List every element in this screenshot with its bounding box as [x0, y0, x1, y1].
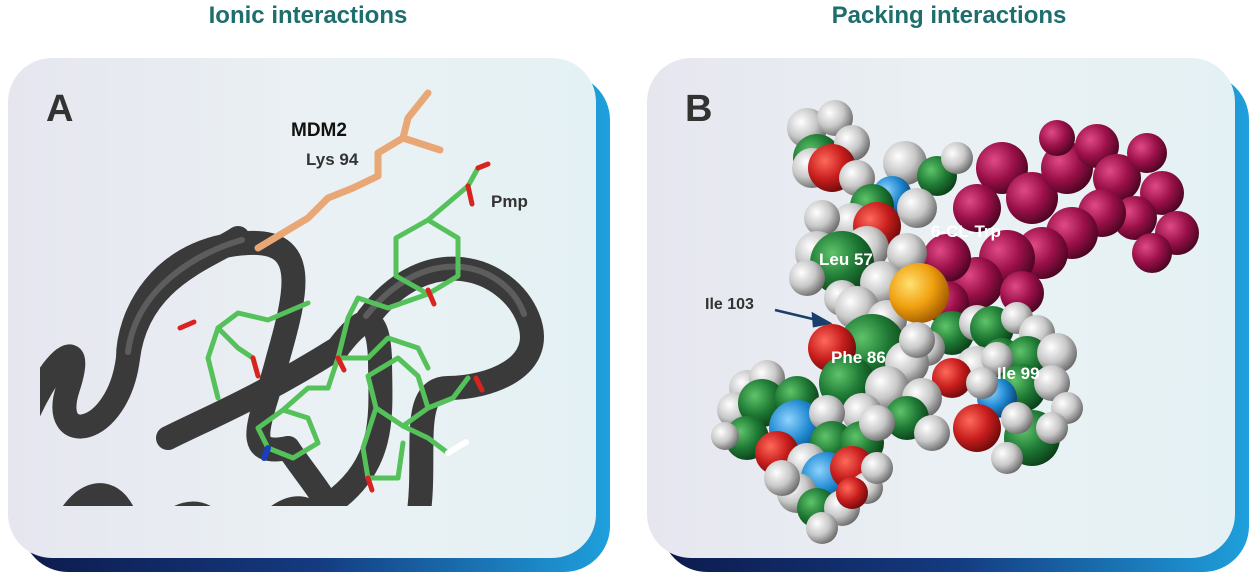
panel-b-container: B 6-CL-Trp Leu 57 Ile 103 Phe 86 Ile 99	[647, 58, 1249, 572]
upper-residue-spheres	[787, 100, 973, 250]
label-leu57: Leu 57	[819, 250, 873, 269]
label-mdm2: MDM2	[291, 120, 347, 141]
panel-a: A MDM2 Lys 94 Pmp	[8, 58, 596, 558]
ligand-sticks	[205, 165, 481, 481]
label-pmp: Pmp	[491, 192, 528, 211]
label-ile103: Ile 103	[705, 296, 754, 313]
label-ile99: Ile 99	[997, 364, 1040, 383]
ile103-arrow	[774, 308, 833, 328]
ribbon-structure-illustration	[40, 89, 544, 506]
lysine-94-sidechain	[254, 89, 444, 252]
label-phe86: Phe 86	[831, 348, 886, 367]
label-lys94: Lys 94	[306, 150, 359, 169]
lower-residue-spheres	[711, 360, 895, 544]
ligand-nitrogen	[261, 445, 271, 461]
panel-b: B 6-CL-Trp Leu 57 Ile 103 Phe 86 Ile 99	[647, 58, 1235, 558]
chlorine-atom	[889, 263, 949, 323]
ligand-hydrogen	[445, 439, 469, 456]
panel-a-letter: A	[46, 88, 74, 130]
panel-a-container: A MDM2 Lys 94 Pmp	[8, 58, 610, 572]
panel-b-letter: B	[685, 88, 713, 130]
ligand-oxygens	[177, 161, 491, 493]
label-6-cl-trp: 6-CL-Trp	[931, 222, 1001, 241]
phe86-spheres	[808, 314, 950, 451]
ile99-spheres	[932, 302, 1083, 474]
title-packing-interactions: Packing interactions	[831, 2, 1067, 29]
title-ionic-interactions: Ionic interactions	[208, 2, 408, 29]
spacefill-structure-illustration	[711, 100, 1199, 544]
